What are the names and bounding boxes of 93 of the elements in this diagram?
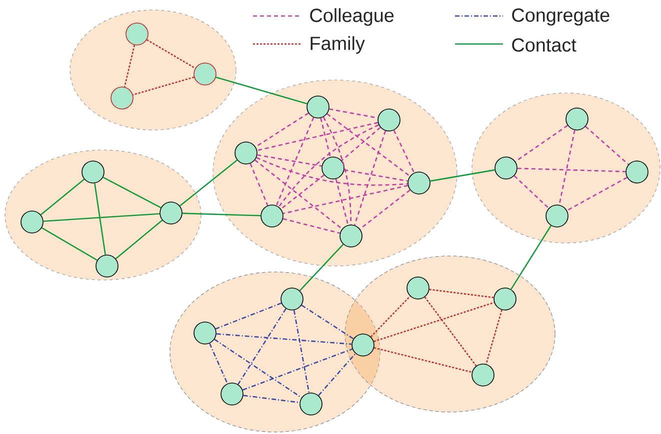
person-circle	[340, 224, 362, 248]
person-circle	[472, 364, 494, 386]
link-line	[102, 176, 162, 208]
link-line	[424, 296, 477, 366]
legend-label: Family	[310, 36, 365, 54]
person-circle	[160, 202, 182, 224]
person-circle	[194, 62, 216, 86]
link-line	[94, 183, 106, 255]
link-line	[280, 174, 324, 210]
link-line	[255, 112, 309, 148]
person-circle	[220, 382, 244, 406]
link-line	[238, 308, 286, 385]
link-line	[299, 244, 344, 292]
link-line	[216, 76, 308, 104]
link-line	[335, 178, 349, 226]
link-line	[214, 338, 302, 398]
person-circle	[494, 156, 518, 180]
link-line	[282, 184, 408, 214]
person-circle	[494, 288, 516, 310]
link-line	[566, 176, 628, 212]
link-line	[585, 126, 629, 165]
link-line	[132, 76, 194, 96]
group-ellipse	[472, 92, 660, 244]
link-line	[257, 154, 322, 167]
person-circle	[260, 204, 284, 228]
link-line	[517, 168, 626, 172]
person-circle	[352, 334, 374, 356]
link-line	[515, 124, 568, 162]
group-ellipse	[212, 80, 458, 266]
person-circle	[96, 254, 118, 278]
link-line	[216, 333, 352, 345]
link-line	[301, 304, 354, 340]
person-circle	[300, 392, 322, 416]
person-circle	[322, 156, 344, 180]
link-line	[278, 124, 379, 208]
link-line	[182, 212, 261, 216]
person-circle	[546, 204, 568, 228]
link-line	[322, 116, 352, 225]
link-line	[514, 175, 550, 209]
link-line	[354, 130, 386, 226]
link-line	[43, 213, 160, 222]
person-circle	[306, 96, 330, 118]
link-line	[256, 122, 378, 152]
link-line	[429, 288, 494, 298]
link-line	[276, 117, 314, 206]
link-line	[254, 160, 342, 230]
person-circle	[82, 160, 104, 184]
person-circle	[378, 108, 400, 132]
link-line	[320, 118, 331, 158]
legend-label: Colleague	[310, 8, 394, 26]
link-line	[282, 218, 340, 234]
link-line	[215, 302, 282, 330]
link-line	[256, 157, 408, 186]
person-circle	[20, 210, 44, 234]
link-line	[510, 225, 552, 290]
link-line	[318, 353, 356, 396]
link-line	[243, 394, 300, 404]
link-line	[360, 189, 410, 230]
link-line	[180, 160, 238, 206]
link-line	[293, 310, 310, 393]
link-line	[393, 130, 415, 173]
person-circle	[566, 108, 588, 130]
person-circle	[408, 172, 430, 194]
group-ellipse	[70, 10, 236, 130]
legend-label: Congregate	[512, 8, 610, 26]
link-line	[115, 220, 163, 260]
link-line	[326, 113, 410, 177]
person-circle	[406, 276, 430, 300]
link-line	[341, 126, 381, 162]
link-line	[344, 169, 408, 182]
link-line	[242, 348, 353, 391]
link-line	[40, 178, 85, 216]
group-ellipse	[4, 150, 202, 280]
person-circle	[234, 142, 258, 164]
person-circle	[110, 86, 134, 110]
link-line	[42, 227, 98, 261]
link-line	[558, 130, 576, 205]
link-line	[124, 44, 136, 88]
link-line	[374, 347, 472, 373]
group-ellipse	[344, 256, 556, 412]
person-circle	[194, 322, 216, 344]
link-line	[209, 343, 228, 384]
link-line	[329, 108, 378, 119]
person-circle	[626, 160, 648, 184]
link-line	[370, 296, 411, 338]
link-line	[430, 169, 495, 182]
person-circle	[126, 22, 148, 46]
link-line	[374, 302, 494, 342]
link-line	[250, 163, 268, 206]
person-circle	[280, 288, 304, 310]
link-line	[146, 39, 196, 69]
link-line	[486, 310, 502, 364]
legend-label: Contact	[512, 38, 576, 52]
